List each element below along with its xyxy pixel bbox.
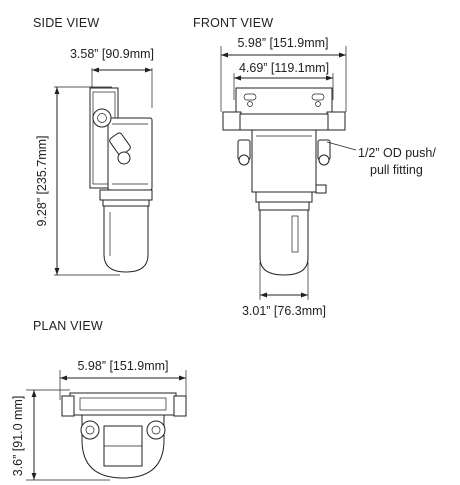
- front-fitting-right: [326, 111, 346, 131]
- plan-height-label: 3.6” [91.0 mm]: [11, 396, 25, 477]
- side-fitting-top: [92, 108, 112, 128]
- side-dome: [103, 205, 149, 273]
- side-collar: [99, 189, 153, 201]
- plan-view: 5.98” [151.9mm] 3.6” [91.0 mm]: [11, 359, 187, 481]
- plan-width-label: 5.98” [151.9mm]: [77, 359, 168, 373]
- side-width-label: 3.58” [90.9mm]: [70, 47, 154, 61]
- plan-fitting-right: [173, 395, 187, 417]
- front-view: 5.98” [151.9mm] 4.69” [119.1mm]: [220, 36, 436, 318]
- side-view-title: SIDE VIEW: [33, 16, 99, 30]
- front-base-label: 3.01” [76.3mm]: [242, 304, 326, 318]
- front-outer-label: 5.98” [151.9mm]: [237, 36, 328, 50]
- front-body: [251, 129, 317, 193]
- side-view: 3.58” [90.9mm] 9.28” [235.7mm]: [35, 47, 154, 276]
- plan-fitting-left: [61, 395, 75, 417]
- plan-mounting-bar: [69, 392, 177, 416]
- plan-elbow-right: [146, 420, 166, 440]
- side-body: [107, 117, 153, 191]
- plan-elbow-left: [80, 420, 100, 440]
- plan-view-title: PLAN VIEW: [33, 319, 103, 333]
- fitting-callout-leader: [326, 141, 357, 151]
- front-top-plate: [235, 87, 333, 115]
- front-inner-label: 4.69” [119.1mm]: [239, 61, 329, 75]
- front-dome: [259, 209, 309, 276]
- front-view-title: FRONT VIEW: [193, 16, 273, 30]
- fitting-callout-line2: pull fitting: [370, 163, 423, 177]
- side-height-label: 9.28” [235.7mm]: [35, 135, 49, 226]
- fitting-callout-line1: 1/2” OD push/: [358, 146, 436, 160]
- front-collar: [255, 191, 313, 203]
- front-fitting-left: [222, 111, 242, 131]
